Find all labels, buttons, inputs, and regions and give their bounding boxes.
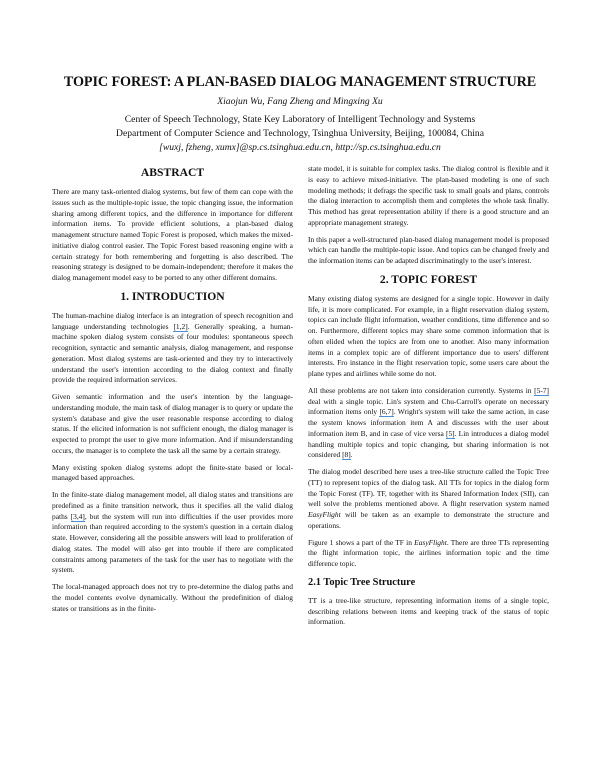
affiliation-line: Center of Speech Technology, State Key L… <box>124 114 476 125</box>
citation-link[interactable]: [5-7] <box>534 385 549 396</box>
section-heading: 2.1 Topic Tree Structure <box>308 576 416 588</box>
text: The dialog model described here uses a t… <box>308 467 549 509</box>
text: . Lin introduces a dialog model handling… <box>308 428 550 460</box>
paragraph: The dialog model described here uses a t… <box>308 467 549 532</box>
section-heading: ABSTRACT <box>140 166 205 179</box>
citation-link[interactable]: [5] <box>445 428 455 439</box>
text: There are many task-oriented dialog syst… <box>52 187 293 282</box>
citation-link[interactable]: [3,4] <box>70 511 85 522</box>
paragraph: The local-managed approach does not try … <box>52 582 293 614</box>
italic-text: EasyFlight <box>308 510 341 519</box>
paragraph: There are many task-oriented dialog syst… <box>52 187 293 284</box>
paragraph: Given semantic information and the user'… <box>52 392 293 457</box>
text: will be taken as an example to demonstra… <box>308 510 549 530</box>
paragraph: The human-machine dialog interface is an… <box>52 311 293 386</box>
paper-title: TOPIC FOREST: A PLAN-BASED DIALOG MANAGE… <box>63 74 537 90</box>
authors: Xiaojun Wu, Fang Zheng and Mingxing Xu <box>217 96 383 107</box>
paragraph: All these problems are not taken into co… <box>308 385 550 461</box>
section-heading: 2. TOPIC FOREST <box>379 272 478 286</box>
text: In the finite-state dialog management mo… <box>52 490 293 521</box>
paragraph: Many existing dialog systems are designe… <box>308 294 549 380</box>
paragraph: In the finite-state dialog management mo… <box>52 490 293 576</box>
text: TT is a tree-like structure, representin… <box>308 595 549 627</box>
text: state model, it is suitable for complex … <box>308 164 549 227</box>
affiliation: Center of Speech Technology, State Key L… <box>0 113 600 155</box>
text: The human-machine dialog interface is an… <box>52 310 293 331</box>
text: In this paper a well-structured plan-bas… <box>308 234 549 266</box>
text: The local-managed approach does not try … <box>52 582 293 613</box>
citation-link[interactable]: [1,2] <box>173 321 188 332</box>
text: Many existing dialog systems are designe… <box>308 293 549 378</box>
email-line: [wuxj, fzheng, xumx]@sp.cs.tsinghua.edu.… <box>159 142 441 153</box>
section-heading: 1. INTRODUCTION <box>120 289 225 303</box>
paragraph: TT is a tree-like structure, representin… <box>308 596 549 628</box>
text: All these problems are not taken into co… <box>308 385 535 395</box>
text: . Generally speaking, a human-machine sp… <box>52 321 294 385</box>
text: deal with a single topic. Lin's system a… <box>308 396 549 417</box>
text: Figure 1 shows a part of the TF in <box>308 537 415 547</box>
italic-text: EasyFlight <box>414 537 447 547</box>
paragraph: Figure 1 shows a part of the TF in EasyF… <box>308 538 549 570</box>
text: . <box>350 450 353 460</box>
text: Many existing spoken dialog systems adop… <box>52 462 293 483</box>
text: , but the system will run into difficult… <box>52 511 294 575</box>
text: Given semantic information and the user'… <box>52 392 293 455</box>
left-column: ABSTRACT There are many task-oriented dia… <box>52 166 293 620</box>
paragraph: state model, it is suitable for complex … <box>308 164 549 229</box>
text: . Wright's system will take the same act… <box>308 407 549 438</box>
paragraph: In this paper a well-structured plan-bas… <box>308 235 549 267</box>
right-column: state model, it is suitable for complex … <box>308 164 549 634</box>
affiliation-line: Department of Computer Science and Techn… <box>116 128 484 139</box>
citation-link[interactable]: [8] <box>342 450 351 461</box>
paragraph: Many existing spoken dialog systems adop… <box>52 463 293 485</box>
text: . There are three TTs representing the f… <box>308 537 549 569</box>
citation-link[interactable]: [6,7] <box>379 407 394 418</box>
